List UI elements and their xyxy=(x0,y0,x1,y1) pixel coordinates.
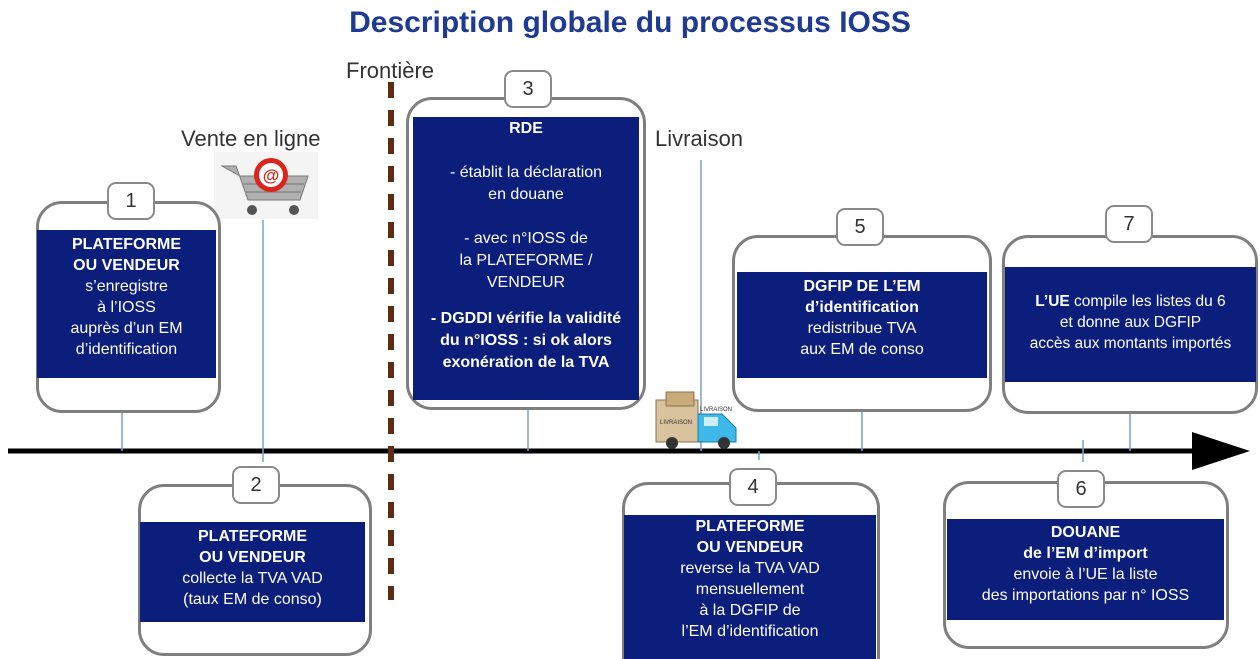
step-5-line-3: redistribue TVA xyxy=(807,320,917,337)
delivery-truck-icon: LIVRAISON LIVRAISON xyxy=(655,391,737,449)
step-7-line-3: accès aux montants importés xyxy=(1029,335,1232,352)
step-4-line-6: l’EM d’identification xyxy=(681,623,819,640)
truck-label-1: LIVRAISON xyxy=(660,420,692,426)
step-7-line-1-text: L’UE compile les listes du 6 xyxy=(1035,293,1226,310)
step-3-line-6: - avec n°IOSS de xyxy=(464,230,588,247)
step-3-line-4: en douane xyxy=(488,186,564,203)
step-4-line-1: PLATEFORME xyxy=(695,518,805,535)
step-3-line-8: VENDEUR xyxy=(486,274,566,291)
step-5-number: 5 xyxy=(836,208,884,246)
vente-en-ligne-label: Vente en ligne xyxy=(181,126,321,151)
step-3-number: 3 xyxy=(504,70,552,108)
step-2-line-2: OU VENDEUR xyxy=(199,549,306,566)
step-3-line-11: du n°IOSS : si ok alors xyxy=(440,332,612,349)
step-6-line-3: envoie à l’UE la liste xyxy=(1013,566,1158,583)
step-4-line-4: mensuellement xyxy=(695,581,805,598)
shopping-cart-icon: @ xyxy=(214,152,318,219)
step-1-line-3: s’enregistre xyxy=(85,278,168,295)
timeline-arrowhead xyxy=(1192,432,1250,470)
step-7-panel: L’UE compile les listes du 6 et donne au… xyxy=(1005,267,1256,382)
step-6-number: 6 xyxy=(1057,470,1105,508)
step-3-line-2 xyxy=(413,140,639,162)
step-3-line-3: - établit la déclaration xyxy=(449,164,603,181)
step-7-bold-prefix: L’UE xyxy=(1035,293,1070,310)
step-1-number: 1 xyxy=(107,182,155,220)
step-2-line-3: collecte la TVA VAD xyxy=(182,570,323,587)
livraison-label: Livraison xyxy=(655,126,744,151)
step-7-line-1: L’UE compile les listes du 6 xyxy=(1005,291,1256,312)
step-1-line-1: PLATEFORME xyxy=(71,236,182,253)
diagram-title: Description globale du processus IOSS xyxy=(349,6,911,39)
step-1-line-6: d’identification xyxy=(75,341,178,358)
step-7-line-2: et donne aux DGFIP xyxy=(1059,314,1202,331)
step-4-number: 4 xyxy=(729,468,777,506)
step-2-line-4: (taux EM de conso) xyxy=(183,591,322,608)
frontiere-label: Frontière xyxy=(346,58,435,83)
step-6-line-1: DOUANE xyxy=(1050,524,1121,541)
step-2-number: 2 xyxy=(232,466,280,504)
step-5-line-4: aux EM de conso xyxy=(800,341,924,358)
step-3-line-12: exonération de la TVA xyxy=(442,354,610,371)
step-1-panel: PLATEFORME OU VENDEUR s’enregistre à l’I… xyxy=(37,230,216,378)
svg-text:@: @ xyxy=(263,166,280,185)
step-4-line-3: reverse la TVA VAD xyxy=(680,560,820,577)
step-6-line-2: de l’EM d’import xyxy=(1023,545,1148,562)
step-5-line-2: d’identification xyxy=(805,299,919,316)
step-3-line-1: RDE xyxy=(509,120,543,137)
step-5-panel: DGFIP DE L’EM d’identification redistrib… xyxy=(737,272,987,378)
step-1-line-2: OU VENDEUR xyxy=(73,257,180,274)
step-4-line-5: à la DGFIP de xyxy=(699,602,801,619)
step-7-number: 7 xyxy=(1105,205,1153,243)
step-6-line-4: des importations par n° IOSS xyxy=(981,587,1190,604)
step-2-panel: PLATEFORME OU VENDEUR collecte la TVA VA… xyxy=(140,522,365,622)
step-3-line-10: - DGDDI vérifie la validité xyxy=(430,310,622,327)
step-2-line-1: PLATEFORME xyxy=(197,528,308,545)
step-3-line-9 xyxy=(413,294,639,308)
step-3-line-5 xyxy=(413,206,639,228)
step-3-panel: RDE - établit la déclaration en douane -… xyxy=(413,117,639,400)
step-4-line-2: OU VENDEUR xyxy=(696,539,804,556)
step-1-line-5: auprès d’un EM xyxy=(70,320,183,337)
step-3-line-7: la PLATEFORME / xyxy=(459,252,593,269)
step-4-panel: PLATEFORME OU VENDEUR reverse la TVA VAD… xyxy=(624,515,876,659)
step-1-line-4: à l’IOSS xyxy=(97,299,156,316)
truck-label-2: LIVRAISON xyxy=(700,407,732,413)
step-6-panel: DOUANE de l’EM d’import envoie à l’UE la… xyxy=(947,519,1224,620)
step-5-line-1: DGFIP DE L’EM xyxy=(803,278,921,295)
